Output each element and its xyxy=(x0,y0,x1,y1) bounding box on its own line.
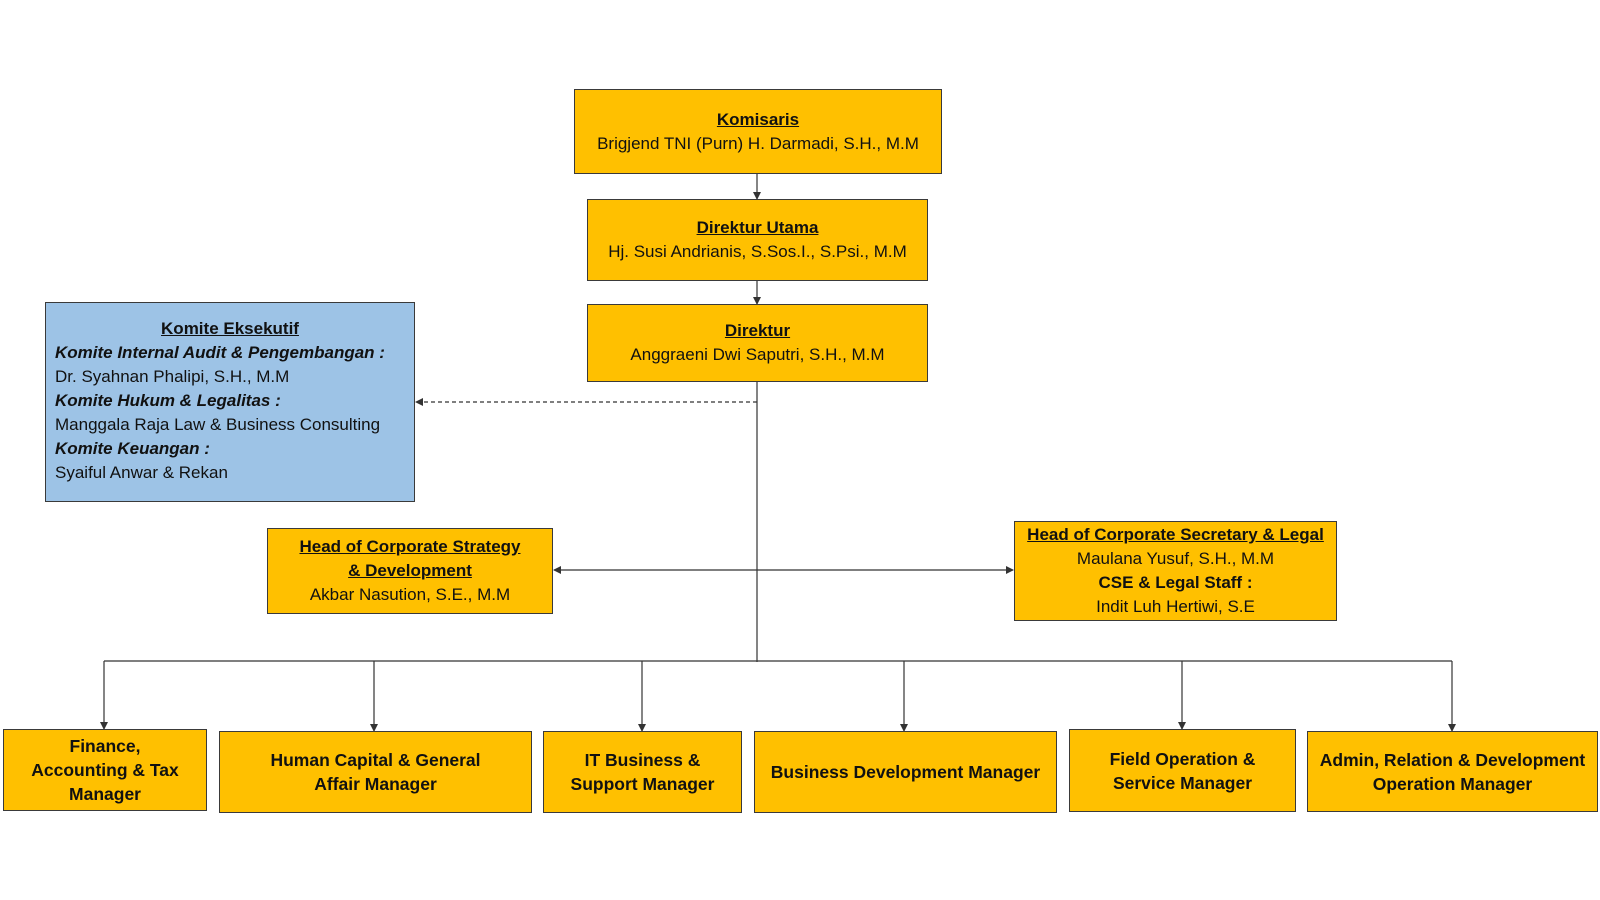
secretary-staff-name: Indit Luh Hertiwi, S.E xyxy=(1096,597,1255,616)
secretary-staff-label: CSE & Legal Staff : xyxy=(1098,573,1253,592)
komite-keuangan-name: Syaiful Anwar & Rekan xyxy=(55,463,228,482)
komite-audit-name: Dr. Syahnan Phalipi, S.H., M.M xyxy=(55,367,290,386)
direktur-utama-title: Direktur Utama xyxy=(696,218,819,237)
strategy-name: Akbar Nasution, S.E., M.M xyxy=(309,585,511,604)
direktur-box: Direktur Anggraeni Dwi Saputri, S.H., M.… xyxy=(587,304,928,382)
direktur-utama-name: Hj. Susi Andrianis, S.Sos.I., S.Psi., M.… xyxy=(608,242,907,261)
komite-eksekutif-box: Komite Eksekutif Komite Internal Audit &… xyxy=(45,302,415,502)
strategy-title: Head of Corporate Strategy & Development xyxy=(299,537,521,580)
direktur-name: Anggraeni Dwi Saputri, S.H., M.M xyxy=(630,345,885,364)
komite-audit-label: Komite Internal Audit & Pengembangan : xyxy=(55,343,385,362)
komite-hukum-label: Komite Hukum & Legalitas : xyxy=(55,391,281,410)
strategy-box: Head of Corporate Strategy & Development… xyxy=(267,528,553,614)
manager-finance: Finance, Accounting & Tax Manager xyxy=(3,729,207,811)
manager-it-business: IT Business & Support Manager xyxy=(543,731,742,813)
manager-it-business-label: IT Business & Support Manager xyxy=(570,750,715,794)
secretary-name: Maulana Yusuf, S.H., M.M xyxy=(1076,549,1275,568)
komite-hukum-name: Manggala Raja Law & Business Consulting xyxy=(55,415,381,434)
secretary-title: Head of Corporate Secretary & Legal xyxy=(1027,525,1324,544)
komite-keuangan-label: Komite Keuangan : xyxy=(55,439,210,458)
manager-human-capital-label: Human Capital & General Affair Manager xyxy=(270,750,481,794)
komisaris-name: Brigjend TNI (Purn) H. Darmadi, S.H., M.… xyxy=(597,133,919,153)
manager-field-operation-label: Field Operation & Service Manager xyxy=(1109,748,1256,793)
manager-business-development-label: Business Development Manager xyxy=(770,762,1041,782)
direktur-title: Direktur xyxy=(724,321,791,340)
manager-finance-label: Finance, Accounting & Tax Manager xyxy=(31,736,179,804)
direktur-utama-box: Direktur Utama Hj. Susi Andrianis, S.Sos… xyxy=(587,199,928,281)
manager-field-operation: Field Operation & Service Manager xyxy=(1069,729,1296,812)
manager-admin-relation: Admin, Relation & Development Operation … xyxy=(1307,731,1598,812)
komisaris-title: Komisaris xyxy=(716,109,800,129)
manager-business-development: Business Development Manager xyxy=(754,731,1057,813)
manager-human-capital: Human Capital & General Affair Manager xyxy=(219,731,532,813)
manager-admin-relation-label: Admin, Relation & Development Operation … xyxy=(1319,749,1586,794)
komite-title: Komite Eksekutif xyxy=(161,319,299,338)
secretary-box: Head of Corporate Secretary & Legal Maul… xyxy=(1014,521,1337,621)
komisaris-box: Komisaris Brigjend TNI (Purn) H. Darmadi… xyxy=(574,89,942,174)
